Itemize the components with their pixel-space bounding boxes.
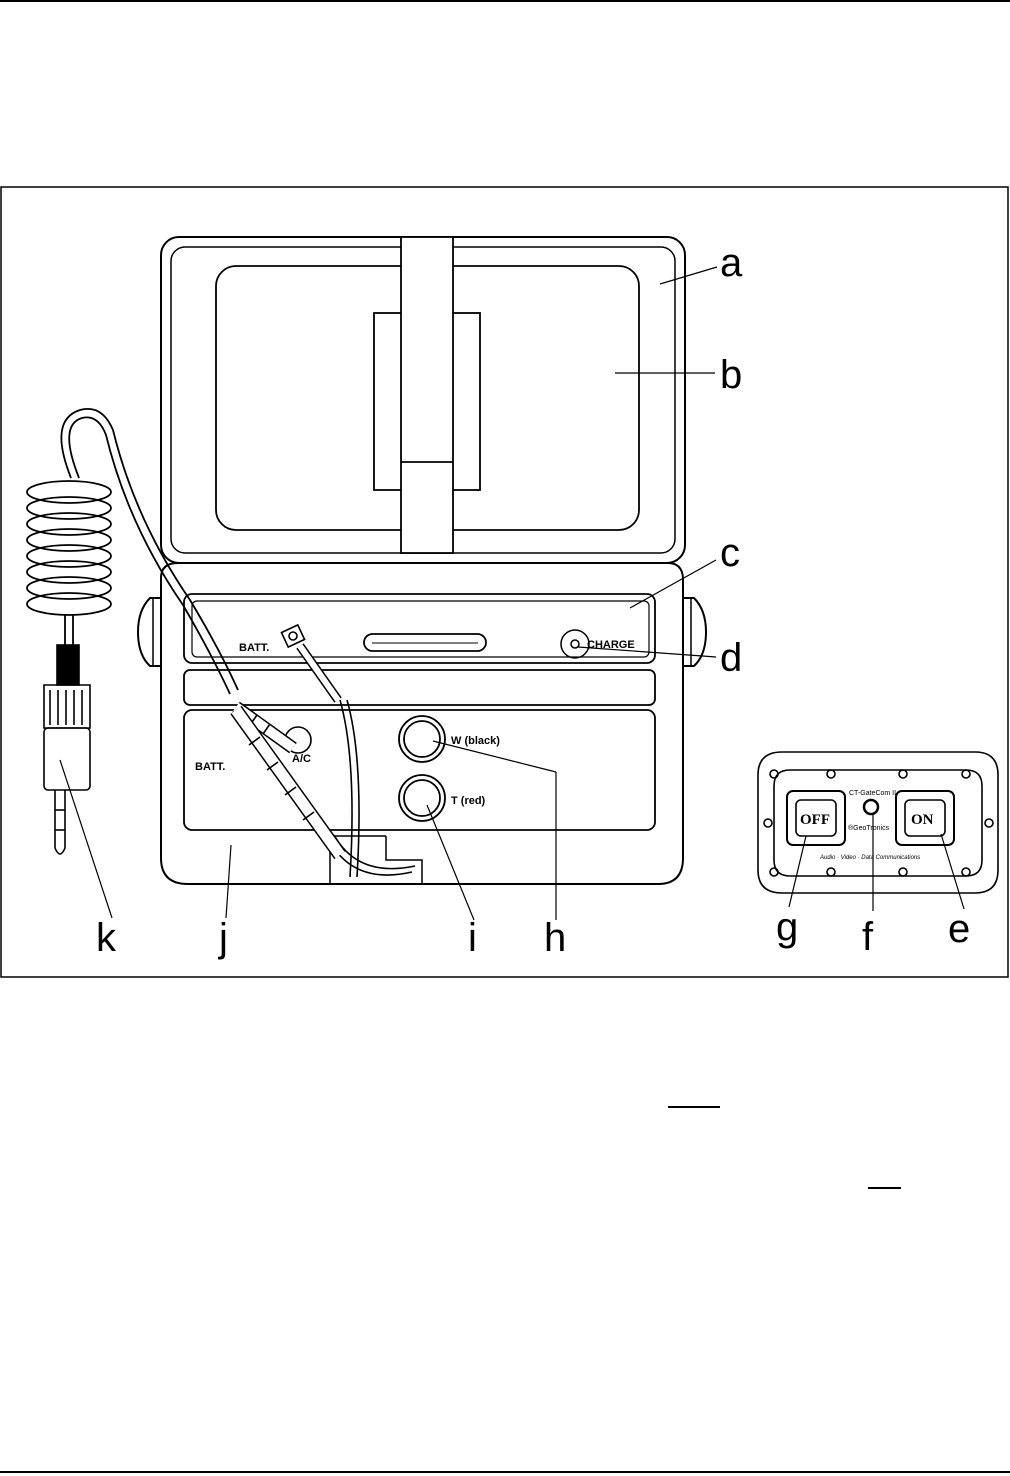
callout-f: f xyxy=(862,915,874,959)
label-batt-lower: BATT. xyxy=(195,761,225,773)
plate-tagline: Audio · Video · Data Communications xyxy=(819,855,920,861)
bottom-rule xyxy=(0,1471,1010,1473)
label-ac: A/C xyxy=(292,753,311,765)
callout-j: j xyxy=(218,916,228,960)
underline-fragment xyxy=(668,1106,720,1108)
lid-insert xyxy=(216,237,639,553)
plate-model: CT-GateCom II xyxy=(849,790,896,797)
jack-plug xyxy=(44,645,90,854)
label-batt-top: BATT. xyxy=(239,642,269,654)
underline-fragment xyxy=(868,1187,901,1189)
label-t-red: T (red) xyxy=(451,795,486,807)
status-led xyxy=(864,800,878,814)
on-label: ON xyxy=(911,812,934,828)
charge-indicator xyxy=(561,630,589,658)
callout-c: c xyxy=(720,531,740,575)
callout-d: d xyxy=(720,636,742,680)
callout-k: k xyxy=(96,916,117,960)
terminal-t xyxy=(399,775,445,821)
callout-h: h xyxy=(544,916,566,960)
label-w-black: W (black) xyxy=(451,735,500,747)
off-label: OFF xyxy=(800,812,830,828)
middle-strip xyxy=(184,670,655,705)
callout-g: g xyxy=(776,905,798,949)
control-plate xyxy=(758,752,998,893)
case-base xyxy=(138,563,706,884)
callout-i: i xyxy=(468,916,477,960)
callout-e: e xyxy=(948,907,970,951)
callout-b: b xyxy=(720,353,742,397)
plate-brand: ®GeoTronics xyxy=(848,824,890,832)
terminal-w xyxy=(399,716,445,762)
callout-a: a xyxy=(720,241,743,285)
